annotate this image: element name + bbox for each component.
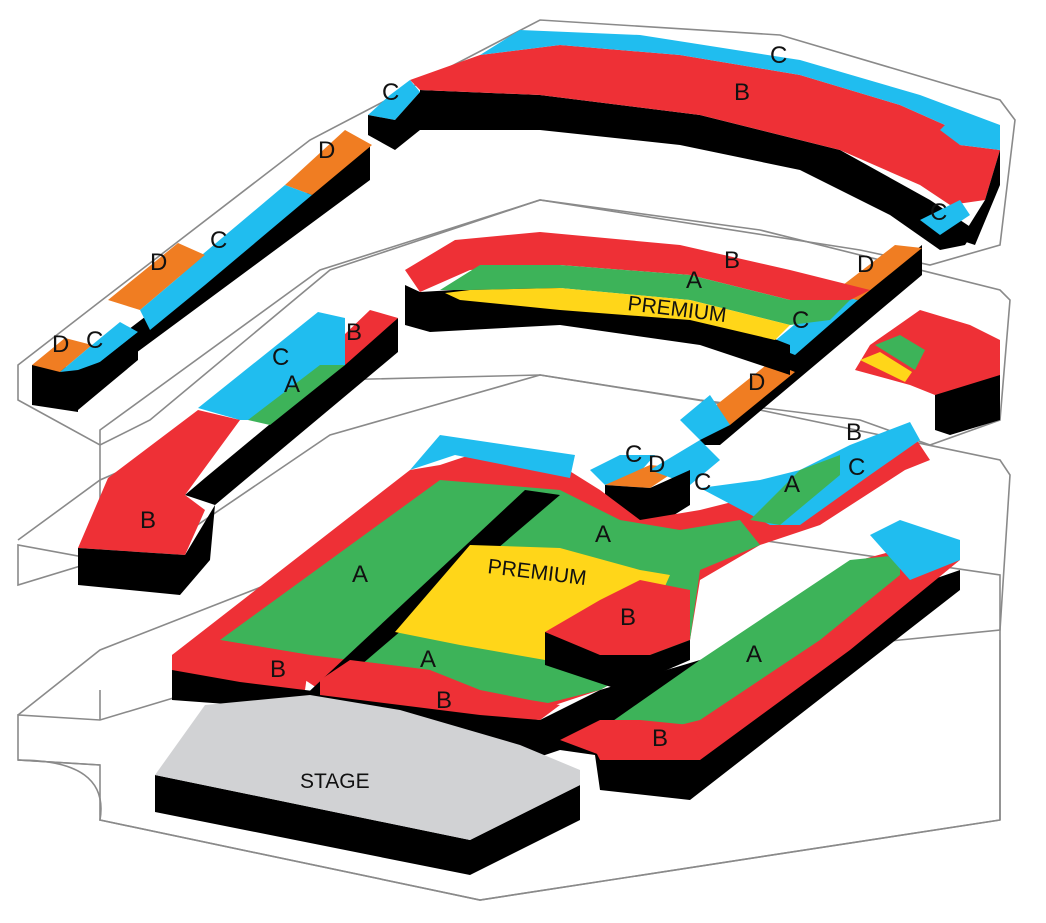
section-b-front-right[interactable] xyxy=(560,720,700,755)
label-a-mid-arc: A xyxy=(686,267,702,294)
right-wing-side xyxy=(935,375,1000,435)
label-c-l3-left: C xyxy=(210,227,227,254)
ground-floor xyxy=(172,422,960,800)
section-d-l3-left-rear[interactable] xyxy=(285,130,372,195)
label-b-front-right: B xyxy=(652,725,668,752)
label-b-front-left: B xyxy=(270,656,286,683)
label-d-l3-rear: D xyxy=(318,137,335,164)
label-a-floor-front: A xyxy=(420,646,436,673)
section-c-right-floor-front[interactable] xyxy=(870,520,960,580)
section-premium-mid-arc[interactable] xyxy=(445,288,790,340)
label-a-floor-left: A xyxy=(352,561,368,588)
label-b-rear: B xyxy=(734,79,750,106)
section-b-left-wing-front[interactable] xyxy=(78,410,240,555)
rear-right-side xyxy=(960,150,1000,245)
stage-side xyxy=(155,775,580,875)
label-c-rear: C xyxy=(770,42,787,69)
level-3-balcony xyxy=(32,30,1000,445)
section-c-l3-right-low[interactable] xyxy=(680,395,730,440)
section-c-center-right[interactable] xyxy=(650,440,720,485)
label-b-l2-left: B xyxy=(346,319,362,346)
labels: C B C D C C D D C B A PREMIUM D C D B C … xyxy=(52,42,947,793)
label-a-floor-top: A xyxy=(595,521,611,548)
section-premium-right-wing[interactable] xyxy=(860,352,912,382)
label-d-l3-front: D xyxy=(52,331,69,358)
level-2-balcony xyxy=(78,232,1000,595)
section-c-l3-left-front[interactable] xyxy=(60,322,138,372)
section-d-l3-left-mid[interactable] xyxy=(108,243,205,310)
label-b-l2-right: B xyxy=(846,419,862,446)
label-c-l2-left: C xyxy=(272,344,289,371)
section-a-left-wing[interactable] xyxy=(248,365,345,425)
mid-arc-side xyxy=(405,285,790,375)
label-d-center: D xyxy=(648,451,665,478)
left-wing-front-side xyxy=(78,505,215,595)
center-wedge-side xyxy=(545,632,690,690)
rear-arc-side xyxy=(420,90,975,250)
label-c-rear-left: C xyxy=(382,79,399,106)
section-b-front-left[interactable] xyxy=(172,640,310,690)
label-b-front-center: B xyxy=(436,687,452,714)
stage xyxy=(155,695,580,840)
rear-left-side xyxy=(368,92,420,150)
section-a-right-wing[interactable] xyxy=(875,335,925,370)
stage-block xyxy=(155,695,580,875)
section-c-l3-left-mid2[interactable] xyxy=(140,255,205,330)
left-strip-l3-front-side xyxy=(78,332,138,410)
outline-ground-front xyxy=(17,759,1001,901)
section-c-center-left[interactable] xyxy=(590,455,655,485)
section-c-rear-left[interactable] xyxy=(368,80,420,120)
label-a-l2-left: A xyxy=(284,371,300,398)
label-c-l3-right: C xyxy=(792,307,809,334)
label-b-center-wedge: B xyxy=(620,604,636,631)
label-c-l2-right: C xyxy=(848,454,865,481)
section-c-rear-right[interactable] xyxy=(920,200,970,235)
floor-side xyxy=(172,570,960,800)
label-d-l3-right-low: D xyxy=(748,369,765,396)
section-a-floor-right[interactable] xyxy=(750,455,840,525)
label-c-rear-right: C xyxy=(930,199,947,226)
label-d-l3-right: D xyxy=(857,251,874,278)
section-c-rear-arc[interactable] xyxy=(480,30,1000,150)
section-b-rear-arc[interactable] xyxy=(410,45,1000,205)
section-c-left-wing[interactable] xyxy=(198,312,345,420)
label-b-mid-arc: B xyxy=(724,247,740,274)
label-b-l2-front: B xyxy=(140,507,156,534)
label-a-floor-right: A xyxy=(746,641,762,668)
section-a-mid-arc[interactable] xyxy=(440,265,850,325)
section-a-right-floor[interactable] xyxy=(600,555,900,740)
section-c-l3-left-mid[interactable] xyxy=(178,185,312,285)
label-d-l3-left: D xyxy=(150,249,167,276)
section-b-center-wedge[interactable] xyxy=(545,580,690,660)
section-c-left-floor[interactable] xyxy=(410,435,575,478)
label-c-center-left: C xyxy=(625,441,642,468)
label-a-l2-right: A xyxy=(784,471,800,498)
label-c-center-right: C xyxy=(694,469,711,496)
section-b-front-center[interactable] xyxy=(320,660,560,720)
section-b-mid-arc[interactable] xyxy=(405,232,870,300)
section-d-l3-right-low[interactable] xyxy=(710,362,795,425)
section-d-l3-left-front[interactable] xyxy=(32,338,92,372)
label-c-l3-front: C xyxy=(86,327,103,354)
label-stage: STAGE xyxy=(300,770,370,793)
